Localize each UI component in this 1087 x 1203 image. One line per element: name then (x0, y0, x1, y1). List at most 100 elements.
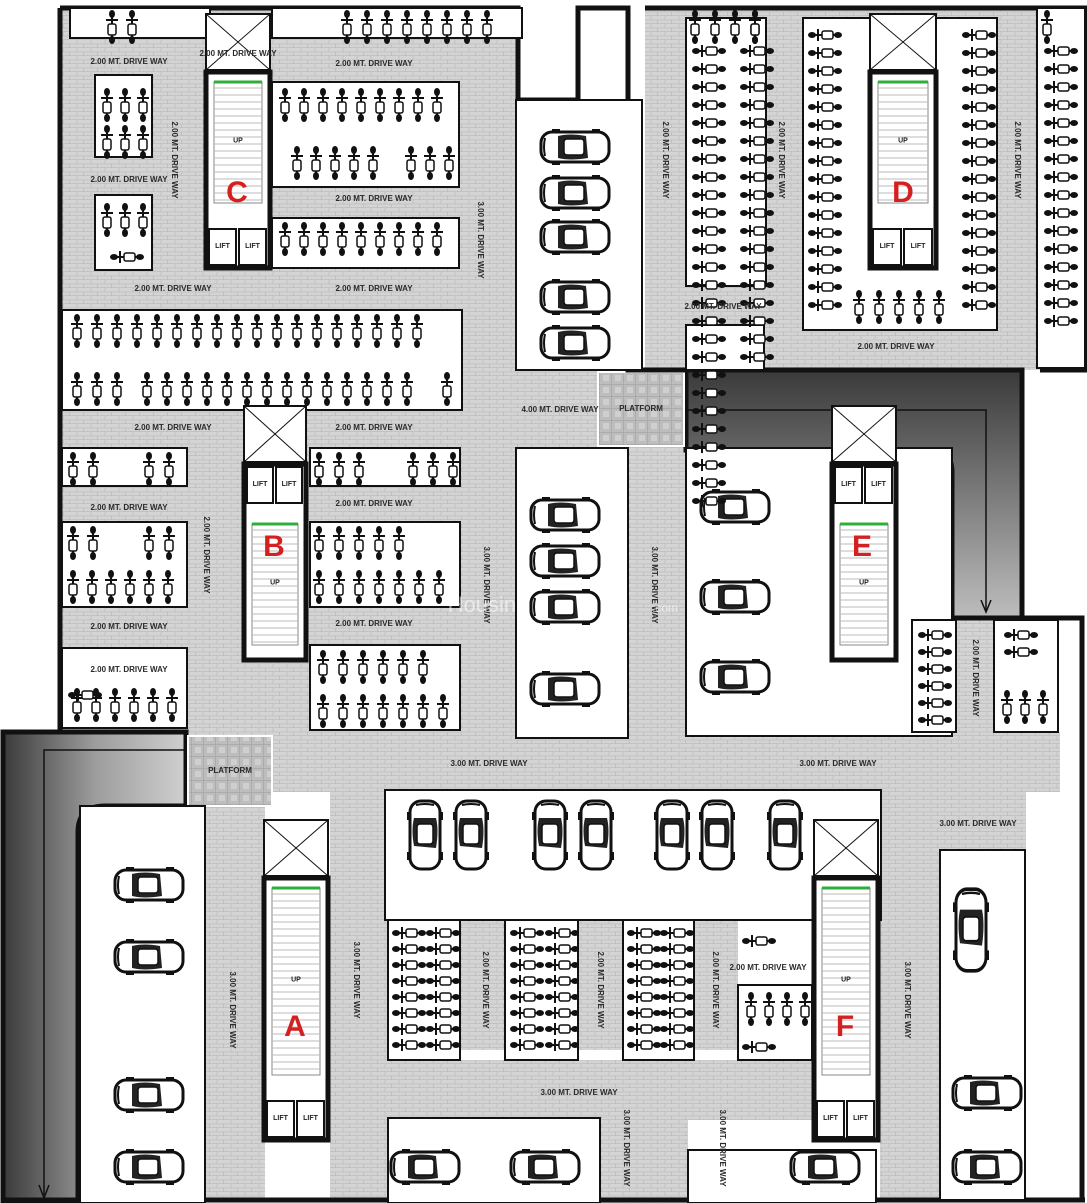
car (113, 865, 185, 905)
core-label-b: B (263, 530, 285, 563)
car (699, 657, 771, 697)
drive-label: 3.00 MT. DRIVE WAY (939, 819, 1017, 828)
drive-label-vertical: 2.00 MT. DRIVE WAY (596, 951, 605, 1029)
up-label: UP (270, 580, 280, 587)
parking-island (622, 919, 695, 1061)
drive-label: 2.00 MT. DRIVE WAY (729, 963, 807, 972)
lift-car (903, 228, 933, 266)
drive-label-vertical: 2.00 MT. DRIVE WAY (1013, 121, 1022, 199)
car (951, 887, 991, 973)
drive-label: 2.00 MT. DRIVE WAY (90, 175, 168, 184)
drive-label-vertical: 2.00 MT. DRIVE WAY (170, 121, 179, 199)
lift-label: LIFT (853, 1115, 868, 1122)
up-label: UP (859, 580, 869, 587)
parking-island (504, 919, 579, 1061)
driveway-labels-3m: 3.00 MT. DRIVE WAY 3.00 MT. DRIVE WAY 3.… (228, 201, 1017, 1187)
car (765, 799, 805, 871)
lift-car (846, 1100, 875, 1138)
stair-flight (271, 887, 321, 1076)
drive-label: 2.00 MT. DRIVE WAY (335, 499, 413, 508)
car (389, 1147, 461, 1187)
car (529, 541, 601, 581)
car (113, 937, 185, 977)
drive-label-vertical: 2.00 MT. DRIVE WAY (711, 951, 720, 1029)
car (789, 1147, 861, 1187)
drive-label-vertical: 3.00 MT. DRIVE WAY (482, 546, 491, 624)
drive-label: 2.00 MT. DRIVE WAY (335, 194, 413, 203)
drive-label: 2.00 MT. DRIVE WAY (90, 622, 168, 631)
drive-label-vertical: 2.00 MT. DRIVE WAY (777, 121, 786, 199)
shaft-cross (205, 13, 271, 71)
lift-label: LIFT (303, 1115, 318, 1122)
parking-island (69, 7, 211, 39)
drive-label: 2.00 MT. DRIVE WAY (134, 423, 212, 432)
drive-label: 2.00 MT. DRIVE WAY (199, 49, 277, 58)
lift-car (296, 1100, 325, 1138)
lift-car (246, 466, 274, 504)
drive-label: 2.00 MT. DRIVE WAY (857, 342, 935, 351)
drive-label-vertical: 3.00 MT. DRIVE WAY (228, 971, 237, 1049)
car (530, 799, 570, 871)
drive-label-vertical: 2.00 MT. DRIVE WAY (202, 516, 211, 594)
lift-car (266, 1100, 295, 1138)
drive-label-vertical: 3.00 MT. DRIVE WAY (622, 1109, 631, 1187)
drive-label: 4.00 MT. DRIVE WAY (521, 405, 599, 414)
drive-label: 2.00 MT. DRIVE WAY (134, 284, 212, 293)
parking-island (271, 7, 523, 39)
drive-label: 2.00 MT. DRIVE WAY (90, 503, 168, 512)
drive-label: 3.00 MT. DRIVE WAY (450, 759, 528, 768)
up-label: UP (898, 138, 908, 145)
drive-label: 3.00 MT. DRIVE WAY (540, 1088, 618, 1097)
drive-label-vertical: 2.00 MT. DRIVE WAY (481, 951, 490, 1029)
drive-label-vertical: 2.00 MT. DRIVE WAY (971, 639, 980, 717)
lift-car (834, 466, 863, 504)
car (539, 323, 611, 363)
lift-label: LIFT (823, 1115, 838, 1122)
shaft-cross (263, 819, 329, 877)
lift-car (275, 466, 303, 504)
drive-label: 2.00 MT. DRIVE WAY (90, 665, 168, 674)
driveway-labels-2m: 2.00 MT. DRIVE WAY 2.00 MT. DRIVE WAY 2.… (90, 49, 1022, 1029)
car (113, 1147, 185, 1187)
drive-label: 3.00 MT. DRIVE WAY (799, 759, 877, 768)
parking-island (79, 805, 206, 1203)
platform-west (187, 735, 273, 807)
core-label-e: E (852, 530, 872, 563)
drive-label-vertical: 2.00 MT. DRIVE WAY (661, 121, 670, 199)
lift-label: LIFT (273, 1115, 288, 1122)
car (576, 799, 616, 871)
core-label-f: F (836, 1010, 854, 1043)
core-label-a: A (284, 1010, 306, 1043)
parking-island (387, 919, 461, 1061)
drive-label-vertical: 3.00 MT. DRIVE WAY (903, 961, 912, 1039)
lift-label: LIFT (253, 481, 268, 488)
car (529, 587, 601, 627)
parking-island (61, 647, 188, 729)
platform-label-north: PLATFORM (619, 404, 663, 413)
car (539, 217, 611, 257)
lift-car (872, 228, 902, 266)
car (529, 495, 601, 535)
core-label-d: D (892, 176, 914, 209)
lift-label: LIFT (215, 243, 230, 250)
car (699, 577, 771, 617)
car (652, 799, 692, 871)
lift-car (238, 228, 267, 266)
watermark: Housing (448, 592, 529, 617)
drive-label-vertical: 3.00 MT. DRIVE WAY (476, 201, 485, 279)
stair-flight (821, 887, 871, 1076)
car (529, 669, 601, 709)
lift-car (816, 1100, 845, 1138)
parking-island (685, 324, 765, 371)
two-wheeler (741, 934, 777, 948)
drive-label-vertical: 3.00 MT. DRIVE WAY (650, 546, 659, 624)
car (405, 799, 445, 871)
drive-label: 2.00 MT. DRIVE WAY (335, 423, 413, 432)
shaft-cross (869, 13, 937, 71)
